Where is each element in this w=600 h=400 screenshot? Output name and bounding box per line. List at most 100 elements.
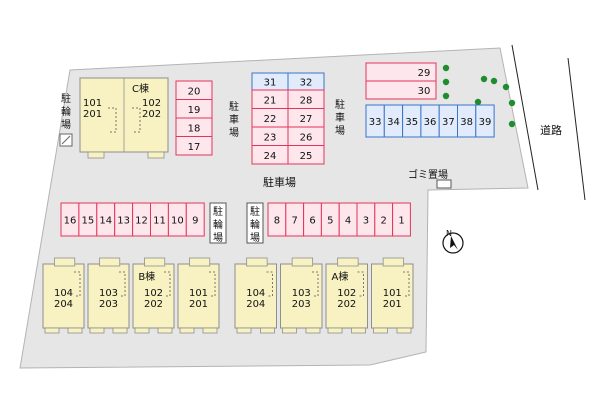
stall-number: 4 <box>345 216 351 227</box>
stall-number: 10 <box>171 216 184 227</box>
stall-number: 12 <box>135 216 148 227</box>
parking-stall: 9 <box>185 202 205 237</box>
north-label: N <box>446 229 452 238</box>
stall-number: 15 <box>81 216 94 227</box>
road-label: 道路 <box>540 123 562 137</box>
parking-stall: 13 <box>114 202 134 237</box>
stall-number: 19 <box>188 105 201 116</box>
unit-label: 102 <box>144 288 163 299</box>
stall-number: 8 <box>274 216 280 227</box>
parking-stall: 36 <box>420 104 440 138</box>
parking-label-vertical-right: 駐車場 <box>335 98 345 137</box>
stall-number: 34 <box>387 117 400 128</box>
parking-stall-group: 29 30 <box>365 62 437 100</box>
parking-stall: 19 <box>175 99 213 119</box>
unit-label: 101 <box>383 288 402 299</box>
unit-label: 203 <box>292 299 311 310</box>
parking-label: 駐車場 <box>263 175 296 189</box>
parking-stall: 27 <box>287 108 325 128</box>
parking-stall: 38 <box>457 104 477 138</box>
stall-number: 31 <box>264 78 277 89</box>
unit-label: 204 <box>246 299 265 310</box>
unit-label: 104 <box>246 288 265 299</box>
svg-text:駐輪場: 駐輪場 <box>250 205 260 244</box>
garbage-box <box>436 179 452 189</box>
parking-stall: 25 <box>287 145 325 165</box>
stall-number: 24 <box>264 151 277 162</box>
stall-number: 6 <box>309 216 315 227</box>
stall-number: 22 <box>264 114 277 125</box>
stall-number: 2 <box>381 216 387 227</box>
parking-stall: 28 <box>287 89 325 109</box>
bicycle-parking-mid-1 <box>209 202 227 244</box>
bicycle-label-mid-1: 駐輪場 <box>213 205 223 244</box>
bicycle-parking-mid-2 <box>246 202 264 244</box>
stall-number: 30 <box>418 86 431 97</box>
stall-number: 38 <box>460 117 473 128</box>
stall-number: 25 <box>300 151 313 162</box>
parking-stall: 2 <box>374 202 394 237</box>
north-arrow-icon <box>442 232 464 254</box>
parking-stall: 1 <box>392 202 411 237</box>
parking-stall: 18 <box>175 117 213 137</box>
stall-number: 21 <box>264 95 277 106</box>
unit-label: 202 <box>144 299 163 310</box>
road-line-right <box>567 57 586 201</box>
parking-stall: 33 <box>365 104 385 138</box>
stall-number: 29 <box>418 68 431 79</box>
stall-number: 27 <box>300 114 313 125</box>
building-name: A棟 <box>332 270 349 283</box>
stall-number: 33 <box>369 117 382 128</box>
parking-stall: 35 <box>402 104 422 138</box>
parking-stall: 16 <box>60 202 80 237</box>
parking-stall: 37 <box>438 104 459 138</box>
unit-label: 201 <box>383 299 402 310</box>
parking-stall: 29 <box>365 62 437 82</box>
building-c-name: C棟 <box>132 82 149 95</box>
road-line-left <box>511 44 539 191</box>
parking-stall: 32 <box>287 72 325 91</box>
bicycle-label-c: 駐輪場 <box>61 92 71 131</box>
stall-number: 39 <box>479 117 492 128</box>
stall-number: 1 <box>398 216 404 227</box>
stall-number: 5 <box>327 216 333 227</box>
unit-label: 104 <box>54 288 73 299</box>
stall-number: 37 <box>442 117 455 128</box>
parking-stall: 14 <box>96 202 116 237</box>
stall-number: 14 <box>99 216 112 227</box>
stall-number: 26 <box>300 132 313 143</box>
garbage-label: ゴミ置場 <box>408 168 448 181</box>
stall-number: 17 <box>188 142 201 153</box>
stall-number: 36 <box>424 117 437 128</box>
parking-stall: 11 <box>150 202 169 237</box>
parking-stall: 23 <box>251 126 289 146</box>
parking-stall: 20 <box>175 80 213 100</box>
stall-number: 16 <box>64 216 77 227</box>
parking-stall: 7 <box>285 202 305 237</box>
parking-stall: 15 <box>78 202 98 237</box>
parking-stall: 30 <box>365 80 437 100</box>
stall-number: 11 <box>153 216 166 227</box>
stall-number: 32 <box>300 78 313 89</box>
stall-number: 20 <box>188 86 201 97</box>
unit-label: 202 <box>142 109 161 120</box>
parking-stall: 4 <box>338 202 358 237</box>
stall-number: 13 <box>117 216 130 227</box>
stall-number: 28 <box>300 95 313 106</box>
unit-label: 103 <box>292 288 311 299</box>
trees <box>442 64 516 128</box>
unit-label: 203 <box>99 299 118 310</box>
bicycle-parking-c <box>59 133 73 147</box>
parking-stall: 39 <box>475 104 495 138</box>
parking-stall: 8 <box>267 202 287 237</box>
svg-text:駐輪場: 駐輪場 <box>61 92 71 131</box>
unit-label: 103 <box>99 288 118 299</box>
